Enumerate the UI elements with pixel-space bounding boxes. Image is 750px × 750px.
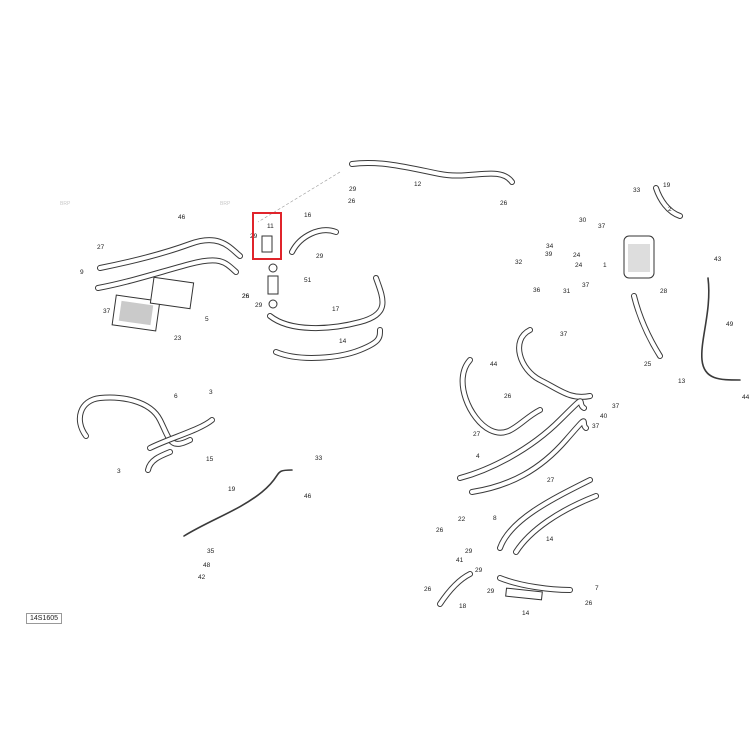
callout-23: 23 [174,335,182,342]
highlighted-part-frame [252,212,282,260]
callout-26: 26 [242,293,250,300]
callout-26: 26 [424,586,432,593]
callout-14: 14 [546,536,554,543]
callout-33: 33 [315,455,323,462]
fitting-11-assembly [261,235,279,309]
callout-37: 37 [103,308,111,315]
callout-29: 29 [349,186,357,193]
callout-36: 36 [533,287,541,294]
callout-29: 29 [475,567,483,574]
callout-27: 27 [473,431,481,438]
callout-42: 42 [198,574,206,581]
callout-51: 51 [304,277,312,284]
callout-24: 24 [575,262,583,269]
callout-29: 29 [465,548,473,555]
callout-19: 19 [663,182,671,189]
callout-13: 13 [678,378,686,385]
callout-46: 46 [178,214,186,221]
callout-17: 17 [332,306,340,313]
callout-14: 14 [522,610,530,617]
callout-29: 29 [255,302,263,309]
callout-34: 34 [546,243,554,250]
callout-31: 31 [563,288,571,295]
callout-25: 25 [644,361,652,368]
callout-30: 30 [579,217,587,224]
oil-cooler-23 [111,294,161,332]
svg-text:BRP: BRP [220,201,231,207]
callout-37: 37 [592,423,600,430]
callout-24: 24 [573,252,581,259]
callout-26: 26 [585,600,593,607]
callout-26: 26 [504,393,512,400]
callout-37: 37 [582,282,590,289]
callout-27: 27 [97,244,105,251]
callout-27: 27 [547,477,555,484]
callout-18: 18 [459,603,467,610]
callout-2: 2 [668,206,672,213]
callout-5: 5 [205,316,209,323]
callout-43: 43 [714,256,722,263]
callout-28: 28 [660,288,668,295]
callout-49: 49 [726,321,734,328]
callout-44: 44 [742,394,750,401]
callout-39: 39 [545,251,553,258]
callout-1: 1 [603,262,607,269]
callout-6: 6 [174,393,178,400]
callout-46: 46 [304,493,312,500]
callout-26: 26 [348,198,356,205]
callout-26: 26 [242,293,250,300]
diagram-reference-number: 14S1605 [26,613,63,624]
svg-text:BRP: BRP [60,201,71,207]
callout-11: 11 [267,223,274,230]
callout-35: 35 [207,548,215,555]
callout-3: 3 [117,468,121,475]
callout-37: 37 [598,223,606,230]
callout-15: 15 [206,456,214,463]
callout-32: 32 [515,259,523,266]
callout-16: 16 [304,212,312,219]
callout-8: 8 [493,515,497,522]
callout-3: 3 [209,389,213,396]
callout-9: 9 [80,269,84,276]
callout-33: 33 [633,187,641,194]
callout-41: 41 [456,557,464,564]
callout-29: 29 [316,253,324,260]
callout-19: 19 [228,486,236,493]
callout-26: 26 [500,200,508,207]
callout-40: 40 [600,413,608,420]
callout-14: 14 [339,338,347,345]
callout-26: 26 [436,527,444,534]
callout-48: 48 [203,562,211,569]
callout-37: 37 [612,403,620,410]
bracket-5 [149,276,195,310]
callout-22: 22 [458,516,466,523]
callout-44: 44 [490,361,498,368]
watermarks: BRP BRP [60,201,231,207]
callout-37: 37 [560,331,568,338]
callout-12: 12 [414,181,422,188]
callout-4: 4 [476,453,480,460]
coolant-reservoir-1 [623,235,655,279]
callout-29: 29 [487,588,495,595]
callout-7: 7 [595,585,599,592]
